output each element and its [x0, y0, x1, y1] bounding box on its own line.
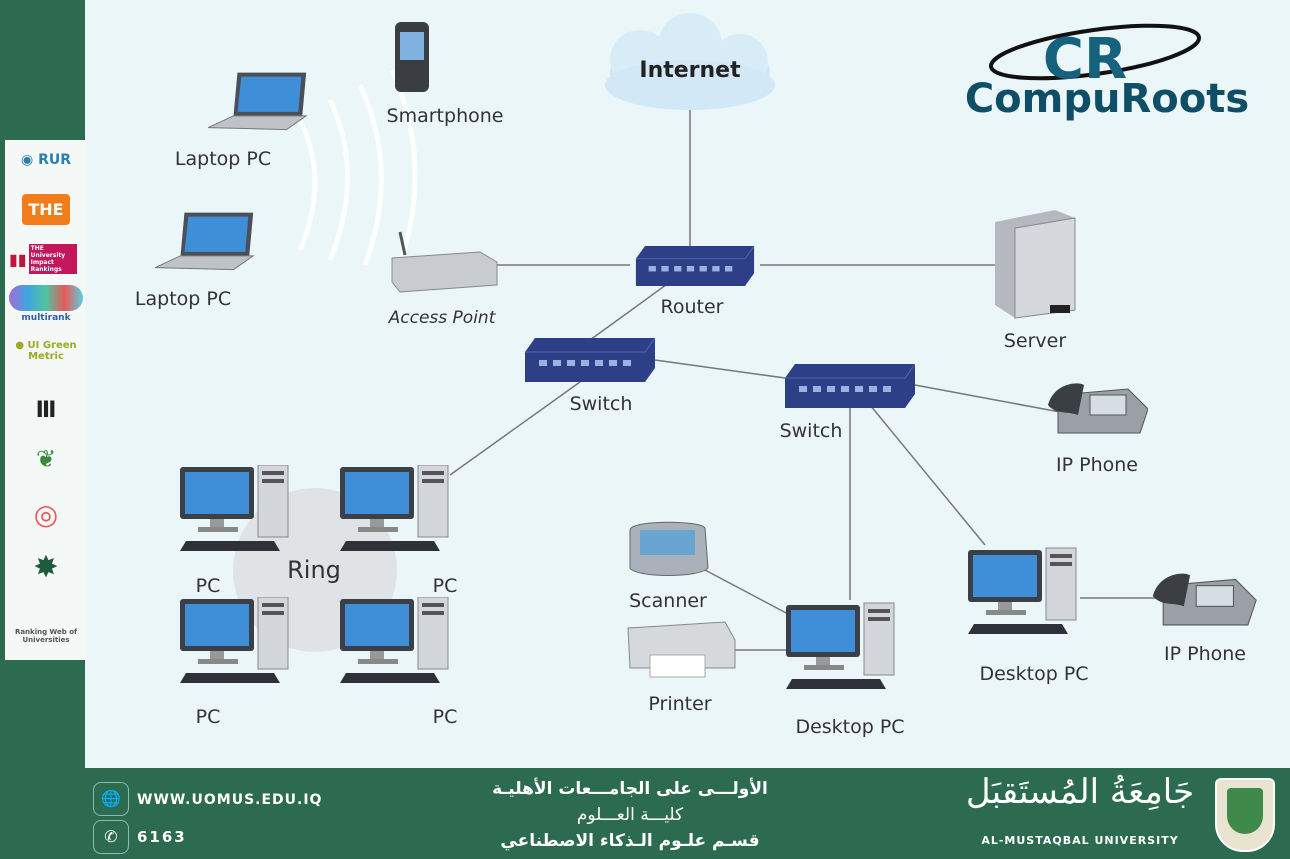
wireless-signal-icon [297, 68, 418, 271]
pc-label: PC [195, 706, 221, 728]
server-icon [995, 210, 1076, 319]
svg-text:CR: CR [1043, 27, 1127, 92]
university-name-arabic: جَامِعَةُ المُستَقبَل [965, 772, 1195, 812]
institution-icon: Ⅲ [35, 398, 57, 423]
globe-icon: 🌐 [93, 782, 129, 816]
svg-text:CompuRoots: CompuRoots [965, 76, 1249, 122]
university-crest-logo [1215, 778, 1275, 852]
internet-label: Internet [639, 58, 741, 83]
ring-label: Ring [287, 556, 341, 584]
laptop-label: Laptop PC [134, 288, 232, 310]
desktop-pc-icon [968, 547, 1077, 635]
the-impact-mark: ▮▮ [9, 249, 27, 269]
router-label: Router [660, 296, 724, 318]
arabic-line-2: كليـــة العـــلوم [576, 805, 684, 825]
scanner-label: Scanner [629, 590, 707, 612]
desktop-pc-icon [786, 602, 895, 690]
laptop-icon [155, 212, 254, 271]
phone-number: 6163 [137, 828, 187, 846]
the-logo: THE [9, 194, 83, 225]
ip-phone-label: IP Phone [1164, 643, 1246, 665]
globe-icon: ● [15, 340, 25, 351]
desktop-pc-label: Desktop PC [795, 716, 905, 738]
laptop-icon [208, 72, 307, 131]
arabic-line-1: الأولـــى على الجامـــعات الأهليـة [492, 779, 768, 799]
rur-eye-icon: ◉ [20, 152, 34, 168]
laptop-label: Laptop PC [174, 148, 272, 170]
server-label: Server [1003, 330, 1067, 352]
pc-label: PC [432, 706, 458, 728]
the-text: THE [22, 194, 70, 225]
pc-label: PC [195, 575, 221, 597]
rur-text: RUR [38, 152, 72, 168]
ip-phone-icon [1048, 382, 1148, 434]
multirank-logo [9, 285, 83, 311]
scanner-icon [629, 521, 709, 576]
greenmetric-text: UI Green Metric [27, 340, 77, 362]
rur-logo: ◉ RUR [9, 152, 83, 168]
arab-engineers-logo: ✸ [33, 550, 59, 585]
router-icon [635, 246, 755, 286]
access-point-icon [391, 231, 498, 293]
sdg-logo: ◎ [33, 498, 59, 531]
switch-icon [785, 364, 915, 408]
smartphone-label: Smartphone [386, 105, 504, 127]
pc-icon [340, 597, 449, 684]
the-impact-text: THE University Impact Rankings [28, 244, 77, 274]
footer: 🌐 WWW.UOMUS.EDU.IQ ✆ 6163 الأولـــى على … [85, 768, 1290, 859]
printer-icon [627, 621, 736, 678]
access-point-label: Access Point [388, 308, 496, 328]
university-name-english: AL-MUSTAQBAL UNIVERSITY [981, 834, 1179, 847]
ranking-web-logo: Ranking Web of Universities [14, 628, 78, 644]
ip-phone-icon [1152, 573, 1257, 626]
compuroots-logo: CR CompuRoots [965, 23, 1249, 122]
arabic-line-3: قسـم علـوم الـذكاء الاصطناعي [500, 831, 760, 851]
smartphone-icon [395, 22, 429, 92]
laurel-logo: ❦ [35, 445, 57, 473]
connection-lines [449, 110, 1160, 651]
pc-icon [180, 597, 289, 684]
the-impact-logo: ▮▮ THE University Impact Rankings [9, 244, 83, 274]
multirank-text: multirank [21, 313, 71, 323]
switch-icon [525, 338, 655, 382]
phone-icon: ✆ [93, 820, 129, 854]
desktop-pc-label: Desktop PC [979, 663, 1089, 685]
switch-label: Switch [779, 420, 843, 442]
greenmetric-logo: ● UI Green Metric [9, 340, 83, 362]
internet-cloud-icon [605, 13, 775, 110]
ip-phone-label: IP Phone [1056, 454, 1138, 476]
pc-label: PC [432, 575, 458, 597]
printer-label: Printer [648, 693, 712, 715]
website-link[interactable]: WWW.UOMUS.EDU.IQ [137, 792, 323, 808]
switch-label: Switch [569, 393, 633, 415]
college-info: الأولـــى على الجامـــعات الأهليـة كليــ… [425, 776, 835, 854]
rankings-sidebar: ◉ RUR THE ▮▮ THE University Impact Ranki… [5, 140, 85, 660]
network-diagram: CR CompuRoots Internet Router Access Poi… [85, 0, 1290, 768]
